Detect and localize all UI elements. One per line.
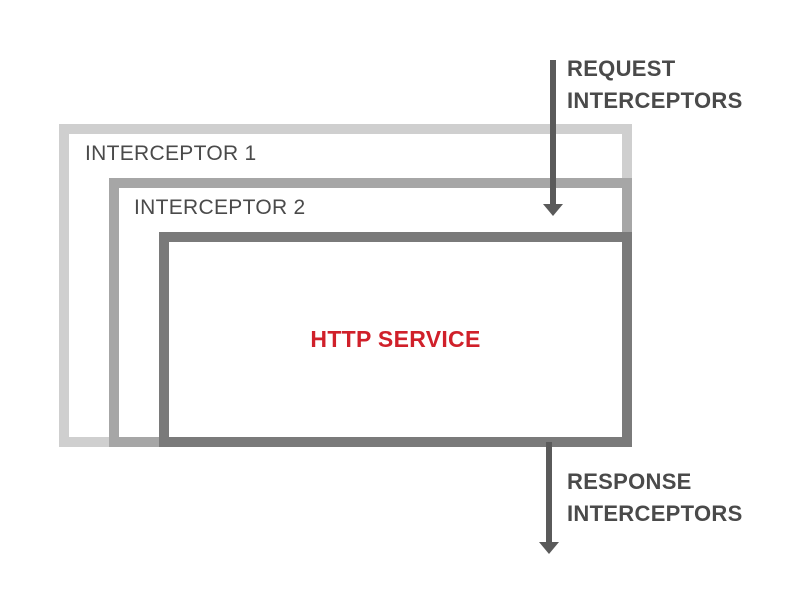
request-label-line1: REQUEST bbox=[567, 56, 676, 81]
interceptor-1-label: INTERCEPTOR 1 bbox=[85, 142, 257, 165]
http-service-box bbox=[159, 232, 632, 447]
interceptor-2-label: INTERCEPTOR 2 bbox=[134, 196, 306, 219]
response-label-line1: RESPONSE bbox=[567, 469, 692, 494]
http-service-label: HTTP SERVICE bbox=[310, 326, 481, 352]
response-label-line2: INTERCEPTORS bbox=[567, 501, 743, 526]
request-interceptors-label: REQUEST INTERCEPTORS bbox=[567, 53, 743, 117]
request-label-line2: INTERCEPTORS bbox=[567, 88, 743, 113]
response-interceptors-label: RESPONSE INTERCEPTORS bbox=[567, 466, 743, 530]
response-arrow-icon bbox=[539, 442, 559, 554]
